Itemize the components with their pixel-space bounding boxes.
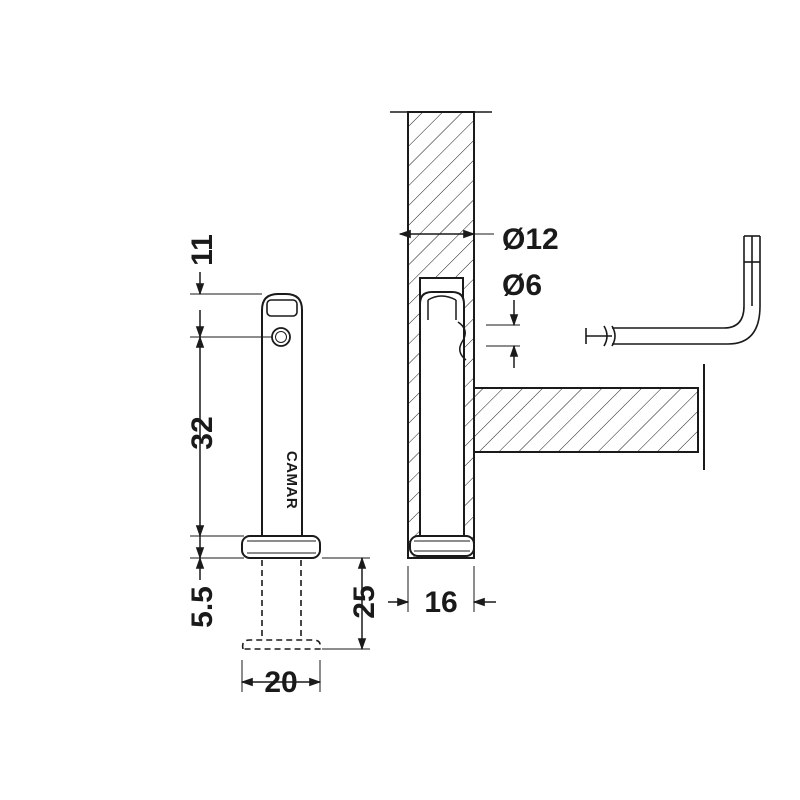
pin-body [261,293,303,536]
pin-front-view: CAMAR [241,293,322,650]
dim-bore-diameter: Ø12 [502,223,559,256]
hidden-drill-outline [241,560,322,650]
pin-top-recess [266,299,298,317]
pin-cross-hole [271,327,291,347]
pin-head [241,535,321,559]
dim-pin-body-length: 32 [186,416,219,449]
dim-panel-thickness: 16 [424,586,457,619]
dim-head-diameter: 20 [264,666,297,699]
right-dimension-lines: Ø12 Ø6 16 [388,223,559,619]
brand-logo-text: CAMAR [283,451,300,509]
pin-in-bore [419,291,465,536]
panel-section-view [390,111,705,559]
pin-head-in-bore [409,535,475,557]
dim-drill-depth: 25 [348,585,381,618]
dim-head-height: 5.5 [186,586,219,628]
dim-pin-diameter: Ø6 [502,269,542,302]
allen-key-icon [585,235,761,347]
dim-top-offset: 11 [186,234,219,266]
left-dimension-lines: 11 32 5.5 25 20 [186,234,381,699]
horizontal-shelf [473,387,699,453]
